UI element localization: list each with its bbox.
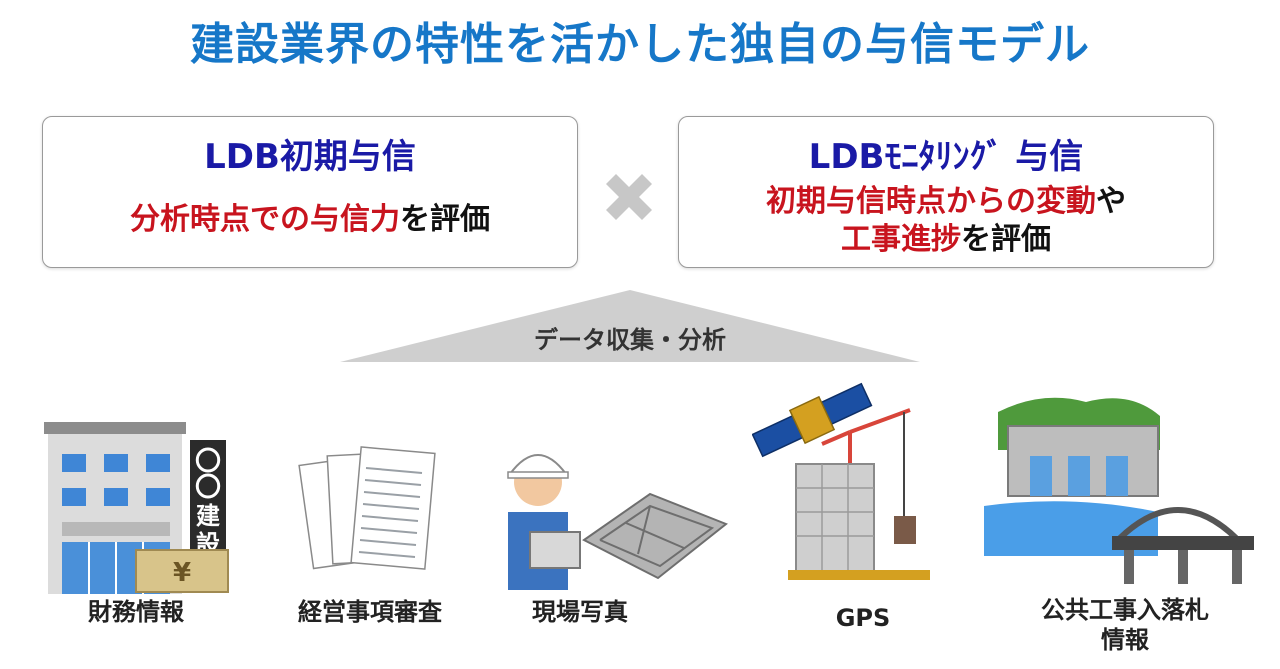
monitoring-suffix-2: を評価 xyxy=(961,222,1051,257)
monitoring-suffix-1: や xyxy=(1096,184,1126,219)
initial-credit-highlight: 分析時点での与信力 xyxy=(130,202,400,237)
data-collection-triangle xyxy=(340,290,920,362)
documents-icon xyxy=(298,446,436,570)
monitoring-credit-box: LDBﾓﾆﾀﾘﾝｸﾞ 与信 初期与信時点からの変動や 工事進捗を評価 xyxy=(678,116,1214,268)
worker-tablet-icon xyxy=(507,454,728,590)
satellite-crane-icon xyxy=(752,382,930,580)
initial-credit-suffix: を評価 xyxy=(400,202,490,237)
svg-text:〇: 〇 xyxy=(195,447,221,477)
source-label-public-works-line1: 公共工事入落札 xyxy=(1041,596,1209,624)
source-label-public-works-line2: 情報 xyxy=(1101,626,1149,654)
initial-credit-title: LDB初期与信 xyxy=(204,137,416,177)
svg-text:¥: ¥ xyxy=(173,558,191,588)
svg-text:〇: 〇 xyxy=(195,473,221,503)
source-label-review: 経営事項審査 xyxy=(298,598,442,626)
source-label-public-works: 公共工事入落札 情報 xyxy=(1010,595,1240,655)
source-label-gps: GPS xyxy=(835,604,891,632)
svg-text:建: 建 xyxy=(196,502,220,530)
dam-bridge-icon xyxy=(984,397,1254,584)
monitoring-highlight-2: 工事進捗 xyxy=(841,222,961,257)
initial-credit-description: 分析時点での与信力を評価 xyxy=(43,201,577,239)
page-title: 建設業界の特性を活かした独自の与信モデル xyxy=(190,19,1090,70)
office-building-icon: 〇 〇 建 設 ¥ xyxy=(44,422,229,594)
source-label-photos: 現場写真 xyxy=(532,598,628,626)
monitoring-highlight-1: 初期与信時点からの変動 xyxy=(766,184,1096,219)
monitoring-credit-description: 初期与信時点からの変動や 工事進捗を評価 xyxy=(679,183,1213,259)
monitoring-credit-title: LDBﾓﾆﾀﾘﾝｸﾞ 与信 xyxy=(808,137,1084,177)
data-collection-label: データ収集・分析 xyxy=(534,326,726,354)
multiply-icon xyxy=(606,174,652,220)
source-label-financial: 財務情報 xyxy=(88,598,184,626)
initial-credit-box: LDB初期与信 分析時点での与信力を評価 xyxy=(42,116,578,268)
